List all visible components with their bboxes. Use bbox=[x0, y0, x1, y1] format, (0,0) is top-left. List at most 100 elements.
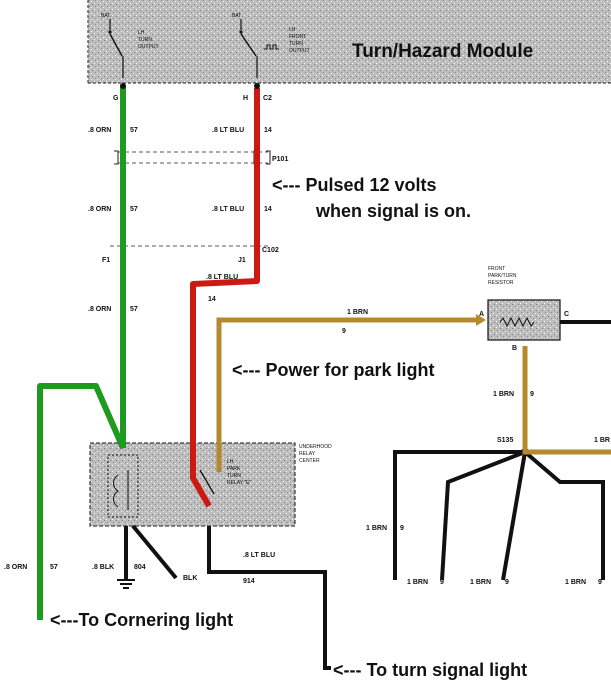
pin-h-dot bbox=[254, 83, 260, 89]
relay-center-label-2: RELAY bbox=[299, 451, 316, 457]
wire-57-label-2: 57 bbox=[130, 206, 138, 213]
bottom-brn-2: 1 BRN bbox=[470, 579, 491, 586]
relay-center-label-1: UNDERHOOD bbox=[299, 444, 332, 450]
bottom-9-2: 9 bbox=[505, 579, 509, 586]
ground-symbol bbox=[117, 526, 135, 589]
black-wire-s135-left bbox=[393, 450, 525, 580]
black-wire-s135-a bbox=[440, 450, 526, 581]
pin-h: H bbox=[243, 95, 248, 102]
pin-g-dot bbox=[120, 83, 126, 89]
relay-label-1: LH bbox=[227, 459, 234, 465]
wire-blk-label-2: BLK bbox=[183, 575, 197, 582]
bat-left-label: BAT bbox=[101, 13, 110, 19]
wire-9-label-4: 9 bbox=[400, 525, 404, 532]
resistor-label-3: RESISTOR bbox=[488, 280, 514, 286]
lh-turn-output-2: TURN bbox=[138, 37, 152, 43]
wire-orn-label-4: .8 ORN bbox=[4, 564, 27, 571]
wire-9-label-2: 9 bbox=[530, 391, 534, 398]
pulse-symbol bbox=[264, 44, 279, 50]
connector-c2: C2 bbox=[263, 95, 272, 102]
black-wire-blk bbox=[131, 524, 178, 580]
wire-914-label: 914 bbox=[243, 578, 255, 585]
wire-orn-label-1: .8 ORN bbox=[88, 127, 111, 134]
pin-f1: F1 bbox=[102, 257, 110, 264]
tan-wire-park-power bbox=[216, 317, 611, 472]
turn-hazard-module: Turn/Hazard Module BAT LH TURN OUTPUT BA… bbox=[87, 0, 611, 84]
resistor-pin-a: A bbox=[479, 311, 484, 318]
connector-c102: C102 bbox=[262, 247, 279, 254]
relay-contact bbox=[199, 469, 215, 495]
wire-brn-label-4: 1 BRN bbox=[366, 525, 387, 532]
annotation-park-power: <--- Power for park light bbox=[232, 360, 435, 380]
annotation-pulsed-line1: <--- Pulsed 12 volts bbox=[272, 175, 437, 195]
annotation-pulsed-line2: when signal is on. bbox=[315, 201, 471, 221]
tan-wire-arrowhead bbox=[476, 314, 486, 326]
wire-ltblu-label-4: .8 LT BLU bbox=[243, 552, 275, 559]
bat-right-label: BAT bbox=[232, 13, 241, 19]
resistor-zigzag bbox=[499, 316, 535, 328]
wire-blk-label-1: .8 BLK bbox=[92, 564, 114, 571]
p101-bracket-right bbox=[266, 150, 271, 165]
bottom-brn-1: 1 BRN bbox=[407, 579, 428, 586]
pin-g: G bbox=[113, 95, 119, 102]
black-wire-s135-b bbox=[501, 451, 527, 581]
black-wire-turn-signal bbox=[207, 526, 331, 670]
bottom-9-1: 9 bbox=[440, 579, 444, 586]
switch-left-blade bbox=[109, 33, 123, 57]
wire-brn-label-3: 1 BR bbox=[594, 437, 610, 444]
resistor-label-1: FRONT bbox=[488, 266, 505, 272]
underhood-relay-center: UNDERHOOD RELAY CENTER LH PARK TURN RELA… bbox=[89, 442, 332, 527]
lh-front-turn-output-4: OUTPUT bbox=[289, 48, 310, 54]
red-wire-pulsed bbox=[190, 88, 260, 508]
switch-right-blade bbox=[240, 33, 257, 57]
wire-57-label-3: 57 bbox=[130, 306, 138, 313]
switch-right-pivot bbox=[239, 30, 243, 34]
relay-label-3: TURN bbox=[227, 473, 241, 479]
black-wire-s135-c bbox=[523, 450, 605, 580]
module-box bbox=[88, 0, 611, 83]
wire-57-label-4: 57 bbox=[50, 564, 58, 571]
wire-804-label: 804 bbox=[134, 564, 146, 571]
wire-ltblu-label-2: .8 LT BLU bbox=[212, 206, 244, 213]
module-title: Turn/Hazard Module bbox=[352, 41, 533, 62]
annotation-turn-signal: <--- To turn signal light bbox=[333, 660, 527, 680]
p101-bracket-left bbox=[114, 150, 119, 165]
bottom-9-3: 9 bbox=[598, 579, 602, 586]
relay-center-label-3: CENTER bbox=[299, 458, 320, 464]
resistor-box bbox=[487, 299, 561, 341]
connector-p101: P101 bbox=[272, 156, 288, 163]
wire-14-label-3: 14 bbox=[208, 296, 216, 303]
lh-turn-output-1: LH bbox=[138, 30, 145, 36]
splice-s135-label: S135 bbox=[497, 437, 513, 444]
wire-14-label-1: 14 bbox=[264, 127, 272, 134]
lh-front-turn-output-3: TURN bbox=[289, 41, 303, 47]
lh-front-turn-output-1: LH bbox=[289, 27, 296, 33]
black-wires bbox=[131, 320, 611, 670]
wire-ltblu-label-3: .8 LT BLU bbox=[206, 274, 238, 281]
resistor-pin-c: C bbox=[564, 311, 569, 318]
wire-57-label-1: 57 bbox=[130, 127, 138, 134]
relay-label-4: RELAY "E" bbox=[227, 480, 251, 486]
annotation-cornering: <---To Cornering light bbox=[50, 610, 233, 630]
relay-label-2: PARK bbox=[227, 466, 241, 472]
resistor-pin-b: B bbox=[512, 345, 517, 352]
front-park-turn-resistor: FRONT PARK/TURN RESISTOR A C B bbox=[479, 266, 569, 352]
relay-coil bbox=[113, 474, 119, 508]
wire-brn-label-2: 1 BRN bbox=[493, 391, 514, 398]
wire-orn-label-2: .8 ORN bbox=[88, 206, 111, 213]
wire-orn-label-3: .8 ORN bbox=[88, 306, 111, 313]
wire-ltblu-label-1: .8 LT BLU bbox=[212, 127, 244, 134]
lh-turn-output-3: OUTPUT bbox=[138, 44, 159, 50]
wire-brn-label-1: 1 BRN bbox=[347, 309, 368, 316]
switch-left-pivot bbox=[108, 30, 112, 34]
relay-coil-box bbox=[107, 454, 139, 518]
wire-14-label-2: 14 bbox=[264, 206, 272, 213]
resistor-label-2: PARK/TURN bbox=[488, 273, 517, 279]
bottom-brn-3: 1 BRN bbox=[565, 579, 586, 586]
wire-9-label-1: 9 bbox=[342, 328, 346, 335]
lh-front-turn-output-2: FRONT bbox=[289, 34, 306, 40]
pin-j1: J1 bbox=[238, 257, 246, 264]
green-wire-cornering bbox=[37, 86, 126, 620]
